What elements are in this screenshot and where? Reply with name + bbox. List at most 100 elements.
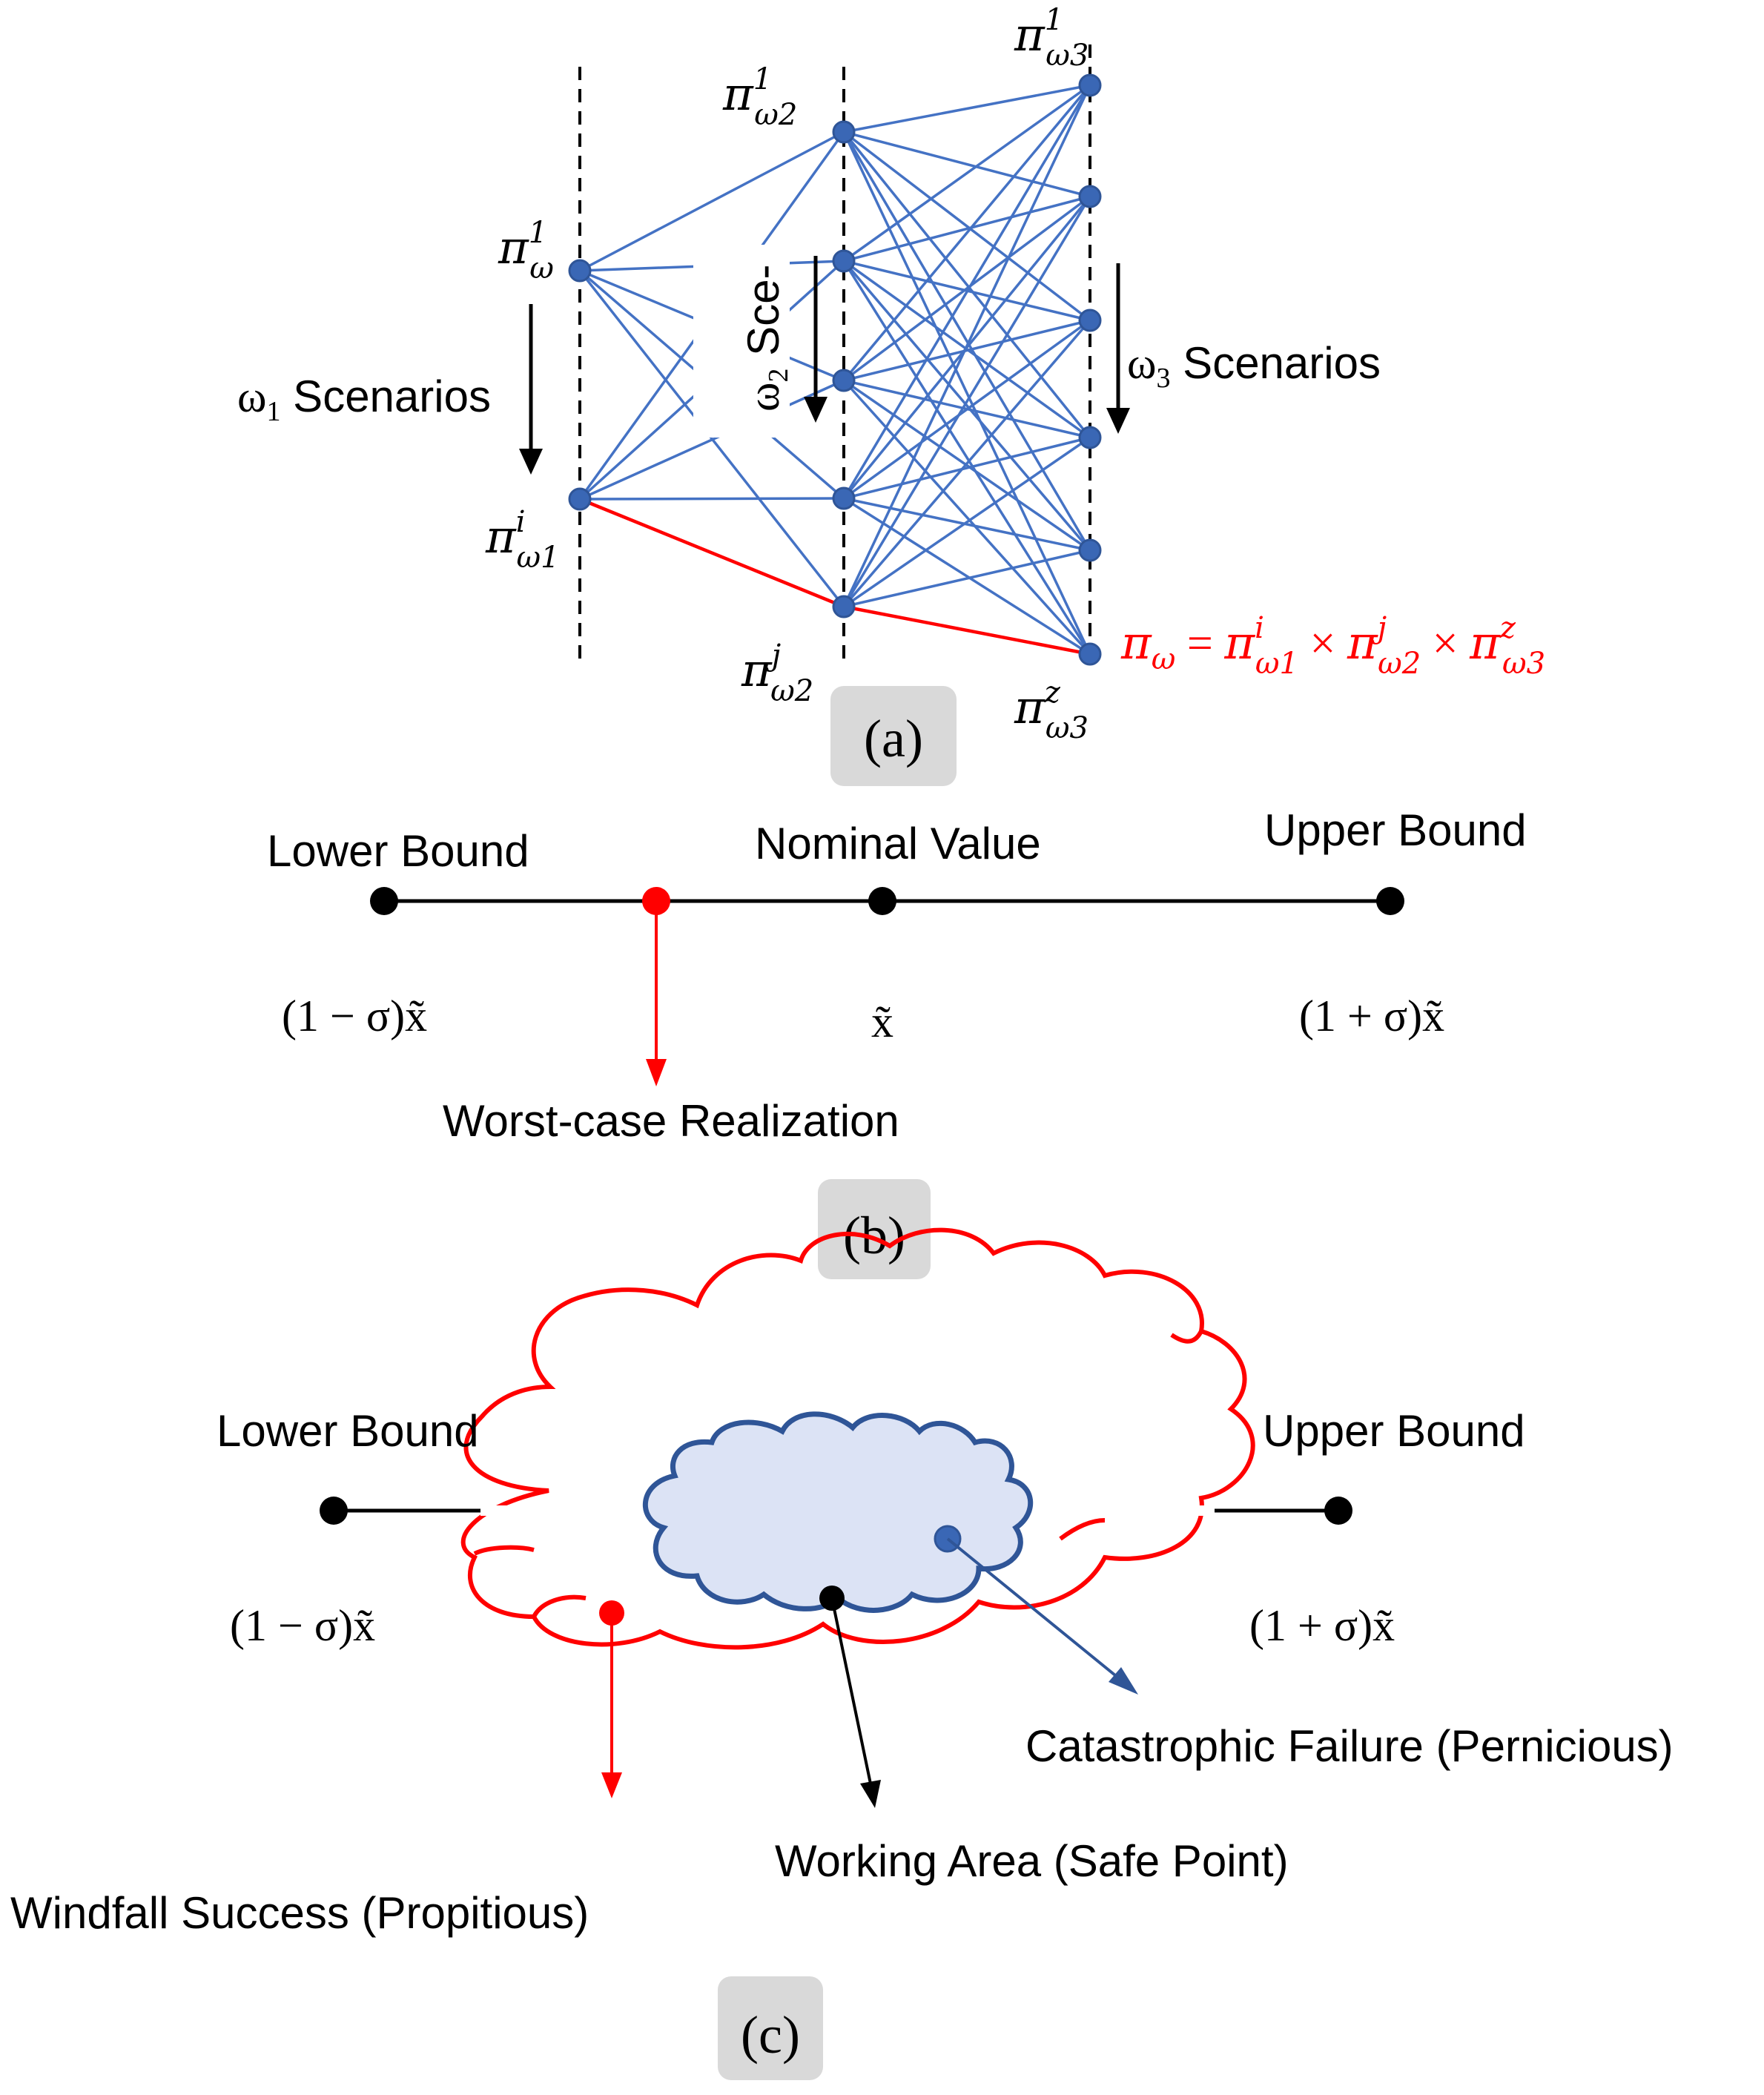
stage2-stage3-edge bbox=[842, 131, 1091, 655]
stage2-stage3-edge bbox=[843, 497, 1091, 656]
upper-bound-label: Upper Bound bbox=[1264, 805, 1527, 855]
scenario-node bbox=[832, 369, 856, 392]
panel-b-pill bbox=[818, 1179, 931, 1279]
scenario-node bbox=[1078, 426, 1102, 449]
outer-uncertainty-cloud bbox=[460, 1227, 1255, 1650]
lower-bound-label: Lower Bound bbox=[267, 826, 529, 876]
nominal-value-point bbox=[868, 887, 896, 915]
lower-bound-expression-c: (1 − σ)x̃ bbox=[230, 1601, 375, 1650]
worst-case-arrow-head bbox=[646, 1059, 667, 1086]
omega1-arrow bbox=[519, 304, 543, 475]
panel-c-pill bbox=[718, 1976, 823, 2080]
stage2-stage3-edge bbox=[842, 319, 1091, 500]
upper-bound-point bbox=[1376, 887, 1404, 915]
scenario-node bbox=[832, 595, 856, 618]
outer-cloud-inner-arc-2 bbox=[532, 1594, 587, 1618]
lower-bound-label-c: Lower Bound bbox=[217, 1406, 479, 1456]
stage2-stage3-edge bbox=[843, 131, 1091, 198]
highlight-edge bbox=[579, 497, 845, 609]
nominal-value-expression: x̃ bbox=[871, 997, 893, 1046]
stage2-stage3-edge bbox=[842, 195, 1091, 382]
panel-b: Lower Bound Nominal Value Upper Bound (1… bbox=[267, 805, 1527, 1279]
windfall-arrow-head bbox=[601, 1772, 622, 1798]
stage2-stage3-edge bbox=[843, 195, 1091, 263]
upper-bound-expression: (1 + σ)x̃ bbox=[1299, 992, 1444, 1040]
safe-arrow-shaft bbox=[830, 1597, 873, 1788]
stage1-stage2-edge bbox=[579, 379, 845, 501]
outer-cloud-inner-arc-3 bbox=[1059, 1518, 1106, 1541]
line-mask-right bbox=[1023, 1505, 1215, 1516]
panel-a-label: (a) bbox=[864, 709, 923, 768]
stage2-stage3-edge bbox=[843, 549, 1091, 608]
stage2-stage3-edge bbox=[843, 436, 1091, 500]
stage2-stage3-edge bbox=[843, 436, 1091, 608]
worst-case-label: Worst-case Realization bbox=[443, 1096, 899, 1146]
stage2-stage3-edge bbox=[842, 319, 1091, 608]
stage2-stage3-edge bbox=[842, 85, 1091, 607]
network-nodes bbox=[568, 73, 1102, 666]
scenario-node bbox=[568, 259, 592, 283]
working-area-label: Working Area (Safe Point) bbox=[775, 1836, 1289, 1886]
highlight-path bbox=[579, 497, 1091, 656]
line-mask-left bbox=[480, 1505, 645, 1516]
highlight-edge bbox=[843, 604, 1091, 656]
stage1-stage2-edge bbox=[579, 131, 845, 272]
stage2-stage3-edge bbox=[843, 497, 1091, 552]
inner-working-cloud bbox=[643, 1411, 1034, 1613]
safe-arrow-head bbox=[860, 1780, 881, 1808]
stage2-stage3-edge bbox=[842, 260, 1091, 552]
outer-cloud-inner-arc-4 bbox=[1170, 1330, 1203, 1344]
panel-c-label: (c) bbox=[741, 2005, 800, 2065]
scenario-node bbox=[1078, 642, 1102, 666]
stage2-stage3-edge bbox=[842, 84, 1091, 263]
omega3-scenarios-label: ω3 Scenarios bbox=[1127, 338, 1381, 394]
stage2-stage3-edge bbox=[842, 260, 1091, 655]
scenario-node bbox=[1078, 185, 1102, 208]
upper-bound-label-c: Upper Bound bbox=[1263, 1406, 1525, 1456]
scenario-node bbox=[1078, 309, 1102, 332]
stage2-stage3-edge bbox=[842, 131, 1091, 322]
scenario-node bbox=[832, 120, 856, 144]
catastrophic-arrow-head bbox=[1109, 1667, 1138, 1695]
omega2-scenarios-label: ω2 Sce- bbox=[739, 264, 794, 412]
nominal-value-label: Nominal Value bbox=[755, 819, 1041, 868]
scenario-node bbox=[1078, 538, 1102, 562]
upper-bound-expression-c: (1 + σ)x̃ bbox=[1249, 1601, 1395, 1650]
scenario-node bbox=[832, 249, 856, 273]
stage2-stage3-edge bbox=[843, 319, 1091, 382]
catastrophic-failure-label: Catastrophic Failure (Pernicious) bbox=[1025, 1721, 1674, 1771]
stage2-stage3-edge bbox=[842, 131, 1091, 551]
lower-bound-point-c bbox=[320, 1497, 348, 1525]
omega2-arrow bbox=[804, 256, 828, 423]
stage2-stage3-edge bbox=[842, 196, 1091, 607]
panel-a-pill bbox=[830, 686, 957, 786]
upper-bound-point-c bbox=[1324, 1497, 1352, 1525]
lower-bound-expression: (1 − σ)x̃ bbox=[282, 992, 427, 1040]
scenario-node bbox=[832, 486, 856, 510]
windfall-success-label: Windfall Success (Propitious) bbox=[10, 1888, 589, 1938]
omega3-arrow bbox=[1106, 263, 1130, 434]
catastrophic-arrow-shaft bbox=[946, 1537, 1125, 1683]
panel-c: Lower Bound Upper Bound (1 − σ)x̃ (1 + σ… bbox=[10, 1227, 1674, 2080]
omega1-scenarios-label: ω1 Scenarios bbox=[237, 372, 491, 427]
stage1-stage2-edge bbox=[579, 497, 845, 501]
stage2-stage3-edge bbox=[842, 379, 1091, 656]
stage2-stage3-edge bbox=[842, 85, 1091, 499]
scenario-node bbox=[568, 487, 592, 511]
lower-bound-point bbox=[370, 887, 398, 915]
omega2-label-mask bbox=[693, 245, 790, 438]
stage2-stage3-edge bbox=[842, 84, 1091, 382]
outer-cloud-inner-arc-1 bbox=[473, 1545, 535, 1556]
scenario-node bbox=[1078, 73, 1102, 97]
windfall-point bbox=[599, 1600, 624, 1626]
network-edges bbox=[578, 84, 1091, 656]
